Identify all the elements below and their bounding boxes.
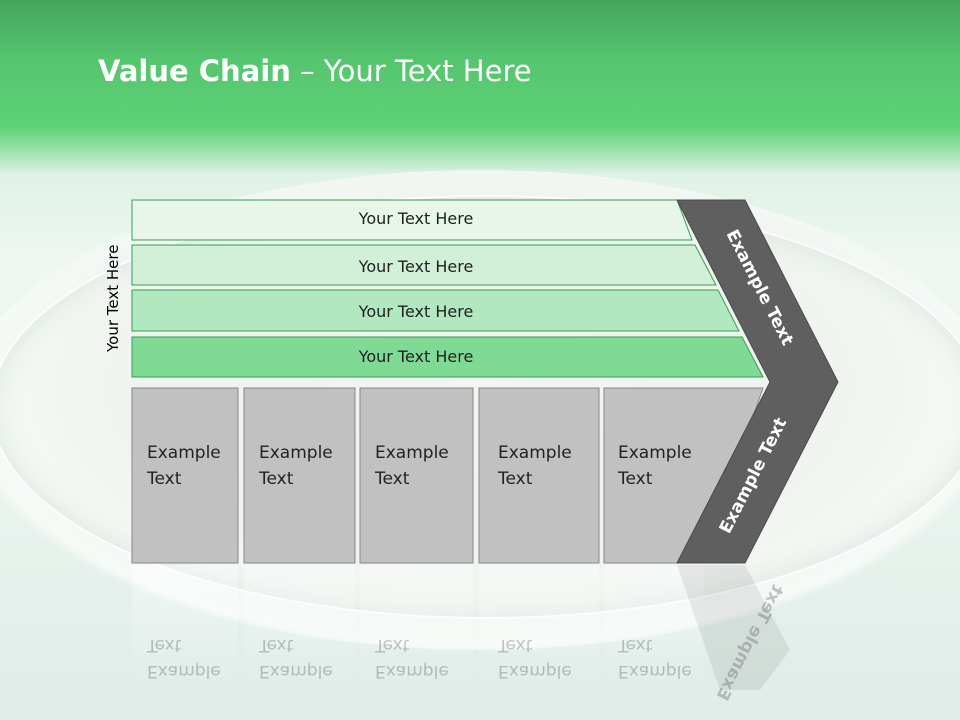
reflection-line2: Text: [375, 635, 410, 655]
reflection-line1: Example: [618, 661, 692, 681]
reflection-line2: Text: [147, 635, 182, 655]
reflection-line1: Example: [259, 661, 333, 681]
column-label-4: Example Text: [498, 440, 598, 492]
reflection-line2: Text: [259, 635, 294, 655]
reflection-line1: Example: [498, 661, 572, 681]
column-label-line2: Text: [259, 469, 294, 489]
layer-label-1: Your Text Here: [358, 209, 474, 228]
reflection-line1: Example: [147, 661, 221, 681]
layer-label-4: Your Text Here: [358, 347, 474, 366]
reflection-line2: Text: [618, 635, 653, 655]
column-label-line2: Text: [375, 469, 410, 489]
column-label-line2: Text: [498, 469, 533, 489]
column-label-line2: Text: [147, 469, 182, 489]
column-1: [131, 387, 239, 564]
layer-bar-3: [131, 289, 740, 332]
title-bold: Value Chain: [98, 54, 291, 88]
layer-label-3: Your Text Here: [358, 302, 474, 321]
column-reflection: [360, 565, 473, 685]
column-label-line1: Example: [618, 443, 692, 463]
column-label-line1: Example: [498, 443, 572, 463]
column-label-reflection: Example Text: [147, 632, 247, 684]
layer-bar-2: [131, 244, 717, 286]
chevron-arrow: [676, 199, 839, 564]
chevron-reflection: [677, 565, 790, 690]
column-4: [478, 387, 600, 564]
layer-bar-4: [131, 336, 764, 378]
layer-label-2: Your Text Here: [358, 257, 474, 276]
title-rest: – Your Text Here: [290, 54, 532, 88]
column-label-line1: Example: [259, 443, 333, 463]
column-label-line2: Text: [618, 469, 653, 489]
layer-bar-1: [131, 199, 693, 241]
column-reflection: [132, 565, 238, 685]
column-label-3: Example Text: [375, 440, 475, 492]
column-label-reflection: Example Text: [618, 632, 718, 684]
column-3: [359, 387, 474, 564]
column-label-2: Example Text: [259, 440, 359, 492]
column-label-line1: Example: [147, 443, 221, 463]
column-label-reflection: Example Text: [259, 632, 359, 684]
column-label-reflection: Example Text: [498, 632, 598, 684]
column-reflection: [244, 565, 355, 685]
column-label-5: Example Text: [618, 440, 718, 492]
reflection-line1: Example: [375, 661, 449, 681]
column-2: [243, 387, 356, 564]
page-title: Value Chain – Your Text Here: [98, 54, 532, 88]
column-reflection: [479, 565, 599, 685]
reflection-line2: Text: [498, 635, 533, 655]
column-label-reflection: Example Text: [375, 632, 475, 684]
column-label-line1: Example: [375, 443, 449, 463]
column-label-1: Example Text: [147, 440, 247, 492]
column-reflection: [604, 565, 704, 685]
